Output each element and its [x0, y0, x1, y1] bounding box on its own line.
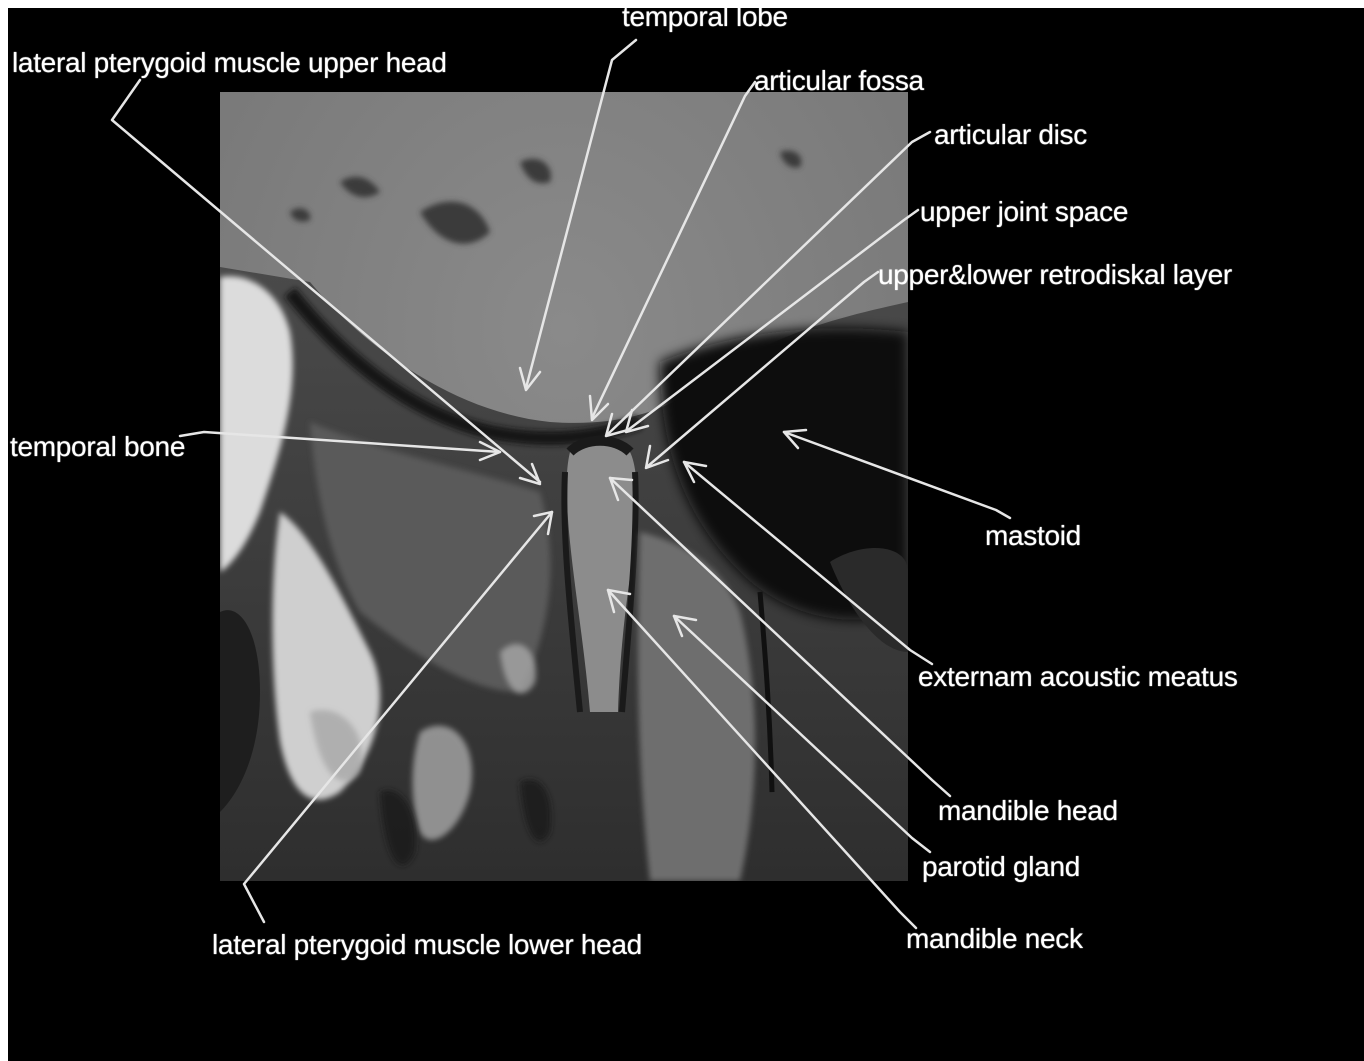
label-parotid-gland: parotid gland	[922, 852, 1080, 882]
label-mandible-neck: mandible neck	[906, 924, 1083, 954]
label-articular-fossa: articular fossa	[754, 66, 924, 96]
left-border	[0, 0, 8, 1061]
label-articular-disc: articular disc	[934, 120, 1087, 150]
label-external-acoustic-meatus: externam acoustic meatus	[918, 662, 1238, 692]
mri-image	[220, 92, 908, 881]
label-retrodiskal-layer: upper&lower retrodiskal layer	[878, 260, 1232, 290]
label-lpm-upper-head: lateral pterygoid muscle upper head	[12, 48, 447, 78]
label-mandible-head: mandible head	[938, 796, 1118, 826]
label-temporal-bone: temporal bone	[10, 432, 185, 462]
label-temporal-lobe: temporal lobe	[622, 2, 788, 32]
label-upper-joint-space: upper joint space	[920, 197, 1128, 227]
label-lpm-lower-head: lateral pterygoid muscle lower head	[212, 930, 642, 960]
label-mastoid: mastoid	[985, 521, 1081, 551]
